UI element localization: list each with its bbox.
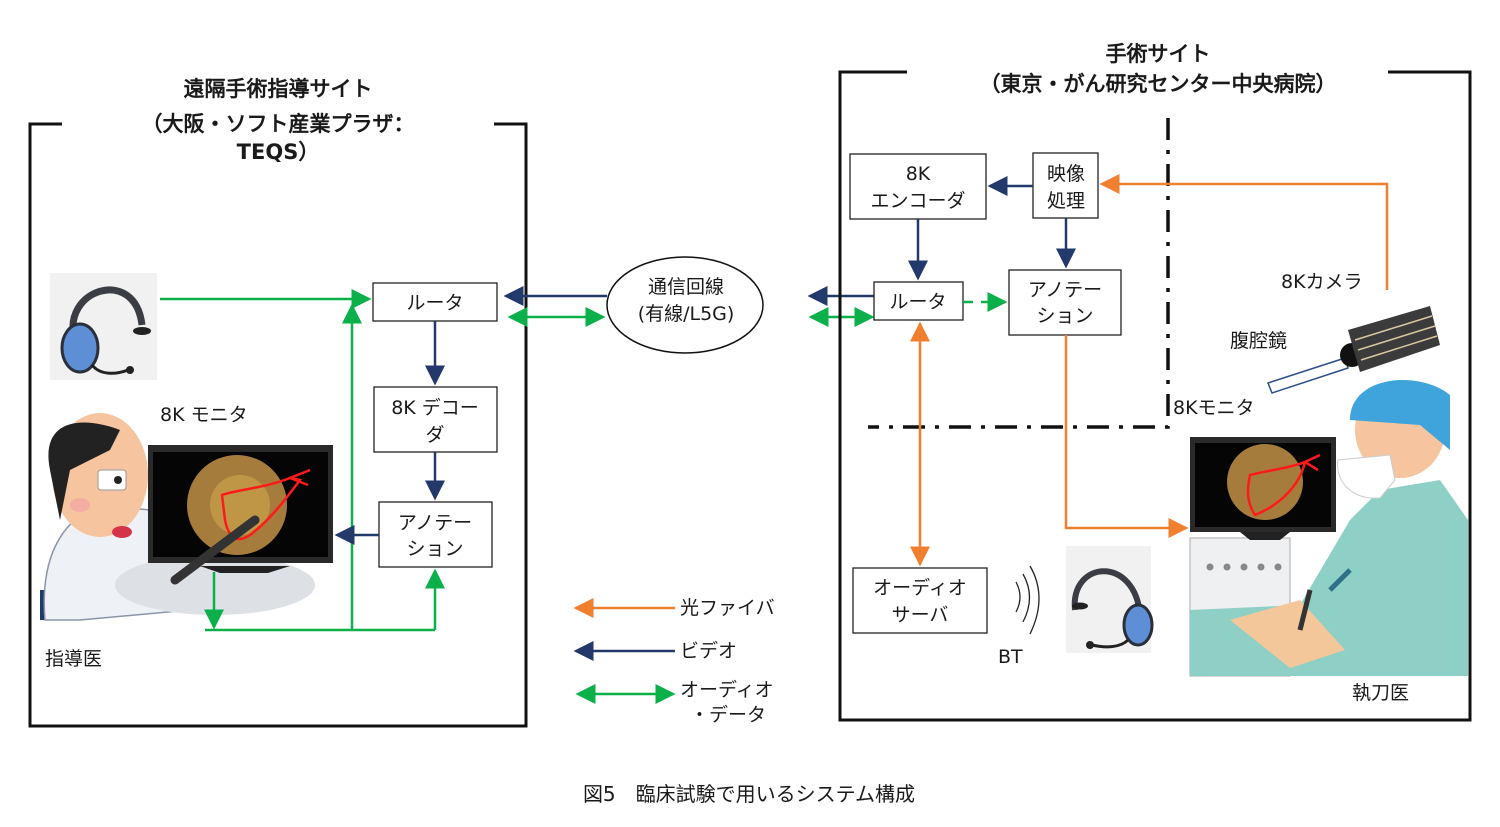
legend-audio-data-label-1: オーディオ bbox=[680, 679, 774, 701]
left-site-title-3: TEQS） bbox=[237, 140, 320, 164]
right-connections bbox=[908, 174, 1389, 567]
decoder-box bbox=[373, 386, 498, 453]
left-connections bbox=[160, 289, 445, 632]
right-annotation-box bbox=[1008, 269, 1122, 336]
left-router-label: ルータ bbox=[406, 292, 463, 314]
left-site-title-1: 遠隔手術指導サイト bbox=[184, 77, 373, 101]
right-8k-monitor bbox=[1190, 437, 1336, 540]
legend: 光ファイバ ビデオ オーディオ ・データ bbox=[573, 597, 775, 726]
laparoscope-label: 腹腔鏡 bbox=[1230, 330, 1287, 352]
encoder-label-2: エンコーダ bbox=[870, 190, 965, 212]
left-annotation-label-2: ション bbox=[406, 538, 463, 560]
legend-fiber-label: 光ファイバ bbox=[680, 597, 775, 619]
legend-video-label: ビデオ bbox=[680, 640, 737, 662]
legend-audio-data-label-2: ・データ bbox=[690, 704, 766, 726]
encoder-label-1: 8K bbox=[906, 163, 931, 185]
left-annotation-label-1: アノテー bbox=[398, 512, 472, 534]
video-processing-label-1: 映像 bbox=[1047, 163, 1085, 185]
bt-label: BT bbox=[998, 646, 1023, 668]
left-site-title-2: （大阪・ソフト産業プラザ： bbox=[142, 112, 415, 136]
surgeon-label: 執刀医 bbox=[1352, 682, 1409, 704]
camera-label: 8Kカメラ bbox=[1281, 271, 1363, 293]
network-label-2: (有線/L5G) bbox=[638, 303, 735, 325]
surgeon-illustration bbox=[1189, 380, 1468, 677]
right-router-label: ルータ bbox=[889, 291, 946, 313]
network-label-1: 通信回線 bbox=[648, 276, 724, 298]
supervising-doctor-label: 指導医 bbox=[45, 648, 102, 670]
camera-to-video-processing-fiber bbox=[1099, 174, 1389, 290]
right-site: 手術サイト （東京・がん研究センター中央病院） 8K エンコーダ 映像 処理 ル… bbox=[838, 42, 1472, 722]
left-annotation-box bbox=[378, 501, 493, 568]
annotation-to-monitor-fiber bbox=[1064, 335, 1189, 538]
network-ellipse bbox=[606, 256, 764, 354]
headset-icon bbox=[50, 273, 157, 380]
right-annotation-label-2: ション bbox=[1036, 305, 1093, 327]
network-link: 通信回線 (有線/L5G) bbox=[503, 256, 877, 354]
right-monitor-label: 8Kモニタ bbox=[1173, 397, 1255, 419]
right-router-box bbox=[873, 281, 964, 321]
sterile-zone-boundary bbox=[868, 118, 1170, 429]
video-processing-label-2: 処理 bbox=[1047, 190, 1085, 212]
figure-caption: 図5 臨床試験で用いるシステム構成 bbox=[583, 782, 915, 806]
decoder-label-2: ダ bbox=[425, 424, 444, 446]
left-monitor-label: 8K モニタ bbox=[160, 404, 248, 426]
audio-server-label-2: サーバ bbox=[892, 604, 949, 626]
left-site-frame bbox=[28, 122, 528, 728]
8k-camera-laparoscope-illustration bbox=[1267, 306, 1440, 394]
right-site-frame bbox=[838, 70, 1472, 722]
left-8k-monitor bbox=[148, 445, 333, 585]
headset-icon bbox=[1066, 546, 1154, 653]
right-site-title-2: （東京・がん研究センター中央病院） bbox=[980, 72, 1337, 96]
audio-server-label-1: オーディオ bbox=[873, 577, 967, 599]
left-site: 遠隔手術指導サイト （大阪・ソフト産業プラザ： TEQS） ルータ 8K デコー… bbox=[28, 77, 528, 728]
right-site-title-1: 手術サイト bbox=[1106, 42, 1211, 66]
decoder-label-1: 8K デコー bbox=[391, 397, 479, 419]
bluetooth-wave-icon bbox=[1015, 565, 1040, 635]
audio-server-box bbox=[852, 567, 988, 634]
right-annotation-label-1: アノテー bbox=[1028, 279, 1102, 301]
